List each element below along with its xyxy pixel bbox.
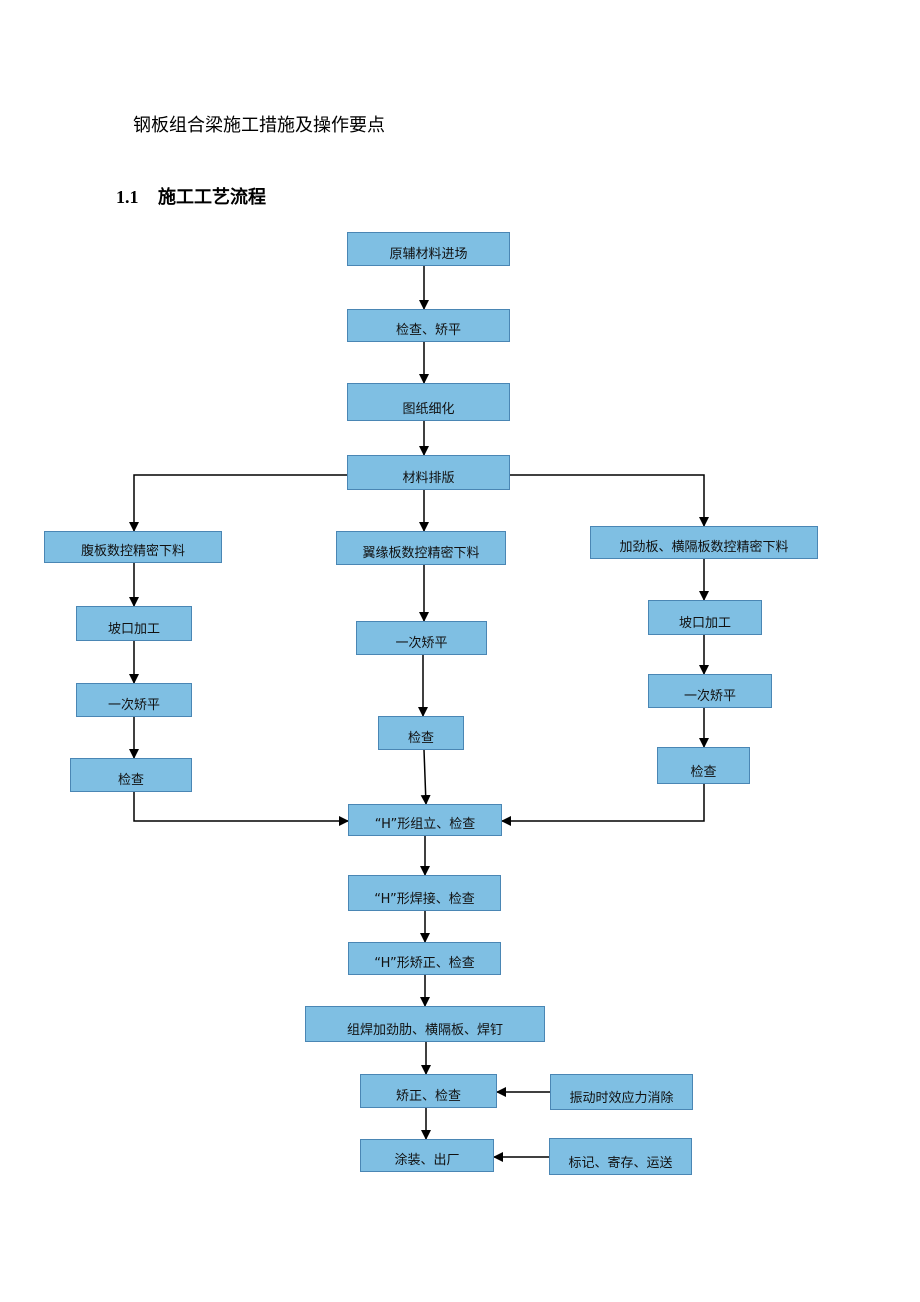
step-stiff-straighten: 一次矫平 <box>648 674 772 708</box>
step-material-layout: 材料排版 <box>347 455 510 490</box>
step-ship-out: 涂装、出厂 <box>360 1139 494 1172</box>
step-mark-store: 标记、寄存、运送 <box>549 1138 692 1175</box>
step-flange-inspect: 检查 <box>378 716 464 750</box>
step-correct-inspect: 矫正、检查 <box>360 1074 497 1108</box>
step-h-assemble: “H”形组立、检查 <box>348 804 502 836</box>
step-inspect-straighten: 检查、矫平 <box>347 309 510 342</box>
step-material-in: 原辅材料进场 <box>347 232 510 266</box>
step-flange-straighten: 一次矫平 <box>356 621 487 655</box>
document-title: 钢板组合梁施工措施及操作要点 <box>133 115 385 136</box>
step-stiffener-weld: 组焊加劲肋、横隔板、焊钉 <box>305 1006 545 1042</box>
step-stiff-cut: 加劲板、横隔板数控精密下料 <box>590 526 818 559</box>
step-drawing-detail: 图纸细化 <box>347 383 510 421</box>
arrow-layout-to-stiff <box>510 474 709 527</box>
arrow-stiff-inspect-to-assemble <box>501 784 705 826</box>
step-flange-cut: 翼缘板数控精密下料 <box>336 531 506 565</box>
section-title: 施工工艺流程 <box>158 187 266 208</box>
step-h-correct: “H”形矫正、检查 <box>348 942 501 975</box>
step-web-straighten: 一次矫平 <box>76 683 192 717</box>
step-h-weld: “H”形焊接、检查 <box>348 875 501 911</box>
arrow-web-inspect-to-assemble <box>133 792 349 826</box>
section-number: 1.1 <box>116 187 139 207</box>
step-stiff-bevel: 坡口加工 <box>648 600 762 635</box>
step-vibration: 振动时效应力消除 <box>550 1074 693 1110</box>
step-web-bevel: 坡口加工 <box>76 606 192 641</box>
section-heading: 1.1 施工工艺流程 <box>116 184 266 211</box>
arrow-flange-inspect-to-assemble <box>420 749 431 805</box>
arrow-layout-to-web <box>129 474 347 532</box>
step-web-inspect: 检查 <box>70 758 192 792</box>
step-web-cut: 腹板数控精密下料 <box>44 531 222 563</box>
step-stiff-inspect: 检查 <box>657 747 750 784</box>
